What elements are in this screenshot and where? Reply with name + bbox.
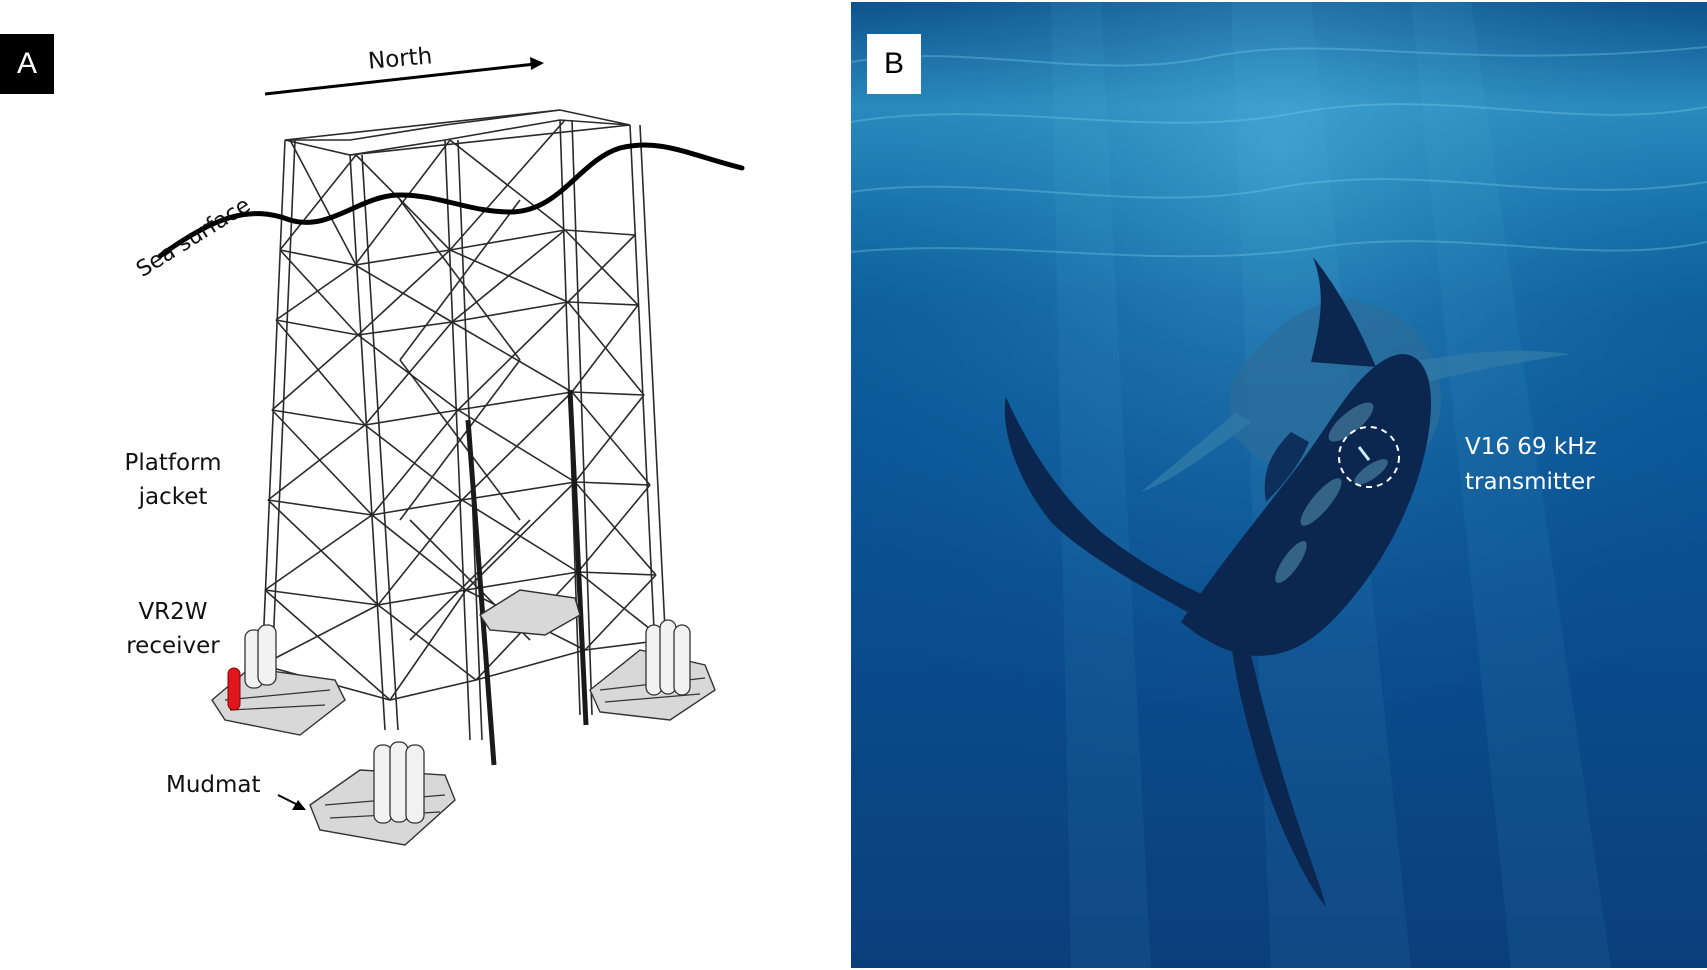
transmitter-label-line2: transmitter: [1465, 469, 1595, 495]
platform-jacket-drawing: [157, 57, 745, 846]
mudmat-arrowhead-icon: [292, 800, 306, 810]
north-label: North: [366, 43, 434, 75]
sea-surface-line: [157, 142, 745, 259]
panel-label-b: B: [867, 34, 921, 94]
vr2w-receiver-icon: [227, 667, 241, 711]
platform-jacket-label-line1: Platform: [124, 450, 222, 476]
platform-jacket-label-line2: jacket: [138, 484, 208, 510]
north-arrow-line: [264, 62, 536, 96]
transmitter-label: V16 69 kHz transmitter: [1465, 430, 1597, 500]
panel-a-platform-diagram: A North Sea surface Platform jacket VR2W…: [0, 0, 850, 970]
receiver-label-line2: receiver: [126, 633, 220, 659]
panel-b-whale-shark-photo: B V16 69 kHz transmitter: [851, 2, 1707, 968]
receiver-label-line1: VR2W: [138, 599, 208, 625]
north-arrowhead-icon: [530, 57, 544, 70]
transmitter-marker-circle: [1338, 426, 1400, 488]
transmitter-label-line1: V16 69 kHz: [1465, 434, 1597, 460]
mudmat-label: Mudmat: [166, 772, 261, 798]
whale-shark-illustration: [851, 2, 1707, 968]
panel-label-a: A: [0, 34, 54, 94]
vr2w-receiver-label: VR2W receiver: [118, 595, 228, 663]
transmitter-tag-icon: [1357, 446, 1371, 461]
platform-jacket-label: Platform jacket: [118, 446, 228, 514]
